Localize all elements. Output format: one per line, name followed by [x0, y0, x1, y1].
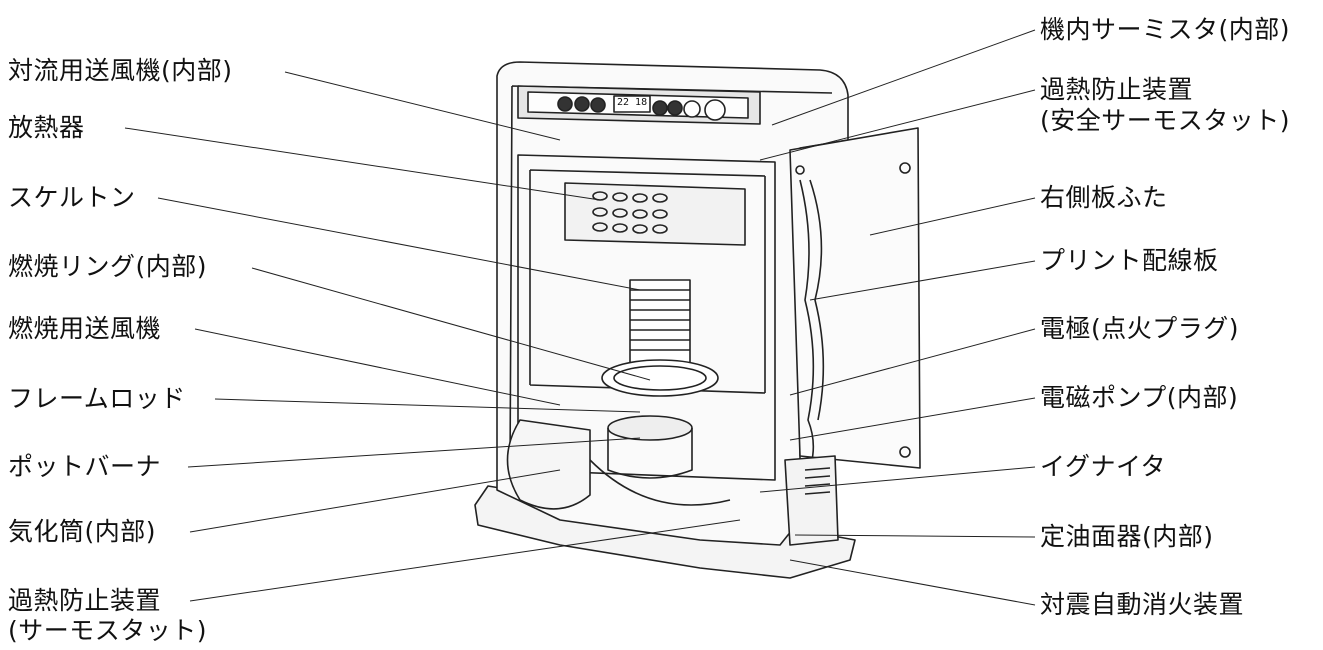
panel-button-icon: [667, 100, 683, 116]
panel-button-icon: [704, 99, 726, 121]
leader-line: [869, 197, 1036, 236]
leader-line: [789, 559, 1036, 606]
label-pot-burner: ポットバーナ: [8, 452, 162, 481]
label-overheat-thermostat-sub: (サーモスタット): [8, 616, 208, 645]
label-overheat-safety-thermostat-sub: (安全サーモスタット): [1040, 106, 1291, 135]
leader-line: [194, 328, 561, 406]
leader-line: [789, 328, 1036, 396]
leader-line: [189, 469, 561, 533]
leader-line: [759, 89, 1036, 161]
label-convection-fan: 対流用送風機(内部): [8, 56, 233, 85]
screw-icon: [899, 446, 911, 458]
screw-icon: [899, 162, 911, 174]
label-electrode: 電極(点火プラグ): [1040, 314, 1240, 343]
leader-line: [251, 267, 651, 381]
leader-line: [284, 71, 561, 141]
wiring: [799, 179, 815, 481]
label-combustion-ring: 燃焼リング(内部): [8, 252, 208, 281]
panel-button-icon: [652, 100, 668, 116]
side-cover-panel: [789, 127, 921, 469]
label-combustion-fan: 燃焼用送風機: [8, 314, 162, 343]
label-vaporizer-tube: 気化筒(内部): [8, 517, 157, 546]
panel-button-icon: [683, 100, 701, 118]
leader-line: [214, 398, 641, 413]
leader-line: [789, 397, 1036, 441]
panel-display: [613, 95, 651, 113]
label-overheat-safety-thermostat: 過熱防止装置: [1040, 75, 1194, 104]
label-overheat-thermostat: 過熱防止装置: [8, 586, 162, 615]
inner-frame: [517, 154, 776, 481]
label-skeleton: スケルトン: [8, 183, 136, 212]
label-printed-wiring-board: プリント配線板: [1040, 246, 1219, 275]
label-igniter: イグナイタ: [1040, 452, 1167, 481]
leader-line: [189, 519, 741, 602]
leader-line: [124, 127, 601, 201]
label-flame-rod: フレームロッド: [8, 384, 186, 413]
panel-button-icon: [557, 96, 573, 112]
leader-line: [157, 197, 641, 291]
label-constant-oil-level-device: 定油面器(内部): [1040, 522, 1214, 551]
leader-line: [759, 466, 1036, 493]
control-panel: [517, 85, 761, 125]
skeleton-column: [629, 279, 691, 366]
label-earthquake-extinguisher: 対震自動消火装置: [1040, 590, 1245, 619]
label-internal-thermistor: 機内サーミスタ(内部): [1040, 15, 1291, 44]
leader-line: [187, 437, 641, 468]
leader-line: [794, 534, 1036, 538]
label-solenoid-pump: 電磁ポンプ(内部): [1040, 383, 1239, 412]
leader-line: [809, 260, 1036, 301]
panel-display-digits: 22 18: [617, 97, 648, 108]
panel-button-icon: [590, 97, 606, 113]
label-right-side-cover: 右側板ふた: [1040, 183, 1168, 212]
panel-button-icon: [574, 96, 590, 112]
leader-line: [771, 29, 1036, 126]
screw-icon: [795, 165, 805, 175]
radiator-block: [564, 182, 746, 246]
label-radiator: 放熱器: [8, 113, 85, 142]
